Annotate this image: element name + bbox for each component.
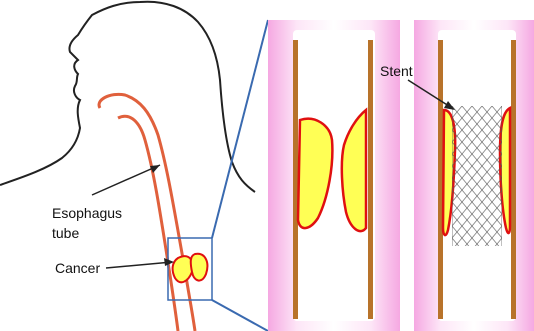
tumor-small-right xyxy=(191,254,208,281)
stent-wire xyxy=(452,0,502,22)
esophagus-arrow-line xyxy=(92,165,160,195)
tumor-small-left xyxy=(173,256,193,282)
stent-wire xyxy=(452,0,502,10)
zoom-line-top xyxy=(212,20,268,238)
panel-tumor-wall-left xyxy=(293,40,298,319)
stent-wire xyxy=(452,0,502,22)
esophagus-label-line1: Esophagus xyxy=(52,205,122,221)
stent-label: Stent xyxy=(380,63,413,79)
zoom-line-bottom xyxy=(212,300,268,331)
panel-stent xyxy=(414,0,534,331)
panel-tumor-wall-right xyxy=(368,40,373,319)
stent-wire xyxy=(452,0,502,10)
panel-stent-wall-right xyxy=(511,40,516,319)
cancer-label: Cancer xyxy=(55,260,100,276)
esophagus-tube-inner xyxy=(118,116,178,331)
esophagus-label-line2: tube xyxy=(52,225,79,241)
cancer-arrow-line xyxy=(106,262,172,268)
